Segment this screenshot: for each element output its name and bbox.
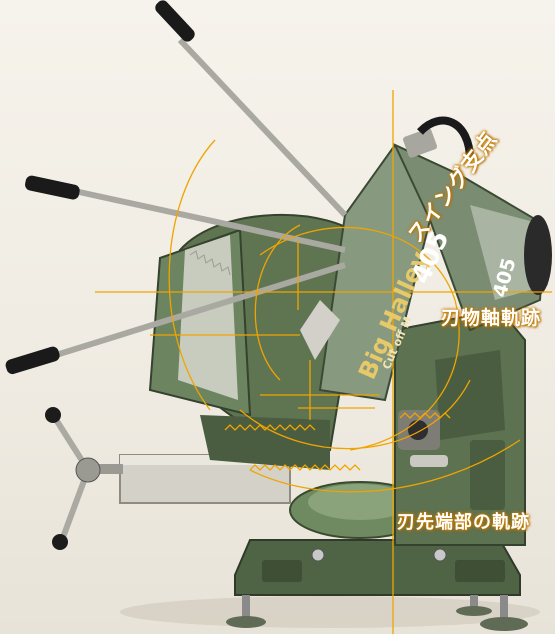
blade-shaft-path [259,226,460,451]
blade-shaft-path-label: 刃物軸軌跡 [441,307,542,329]
swing-head [300,116,552,402]
blade-tip-path-label: 刃先端部の軌跡 [397,512,530,533]
blade-tip-path-lower [249,439,521,493]
arm-arc-outer [168,139,216,411]
floor-shadow [120,596,540,628]
machine-base [234,539,521,596]
vice-handle [45,407,101,550]
tooth-path-lower [249,464,361,471]
turntable-top [308,484,412,520]
tooth-path-right [399,412,451,419]
blade-tip-path-upper [239,379,471,450]
tooth-path-upper [224,424,316,431]
annotation-overlay [95,90,552,634]
operating-arms [5,0,348,375]
arm-arc-inner [254,224,301,381]
machine-feet [226,595,528,631]
